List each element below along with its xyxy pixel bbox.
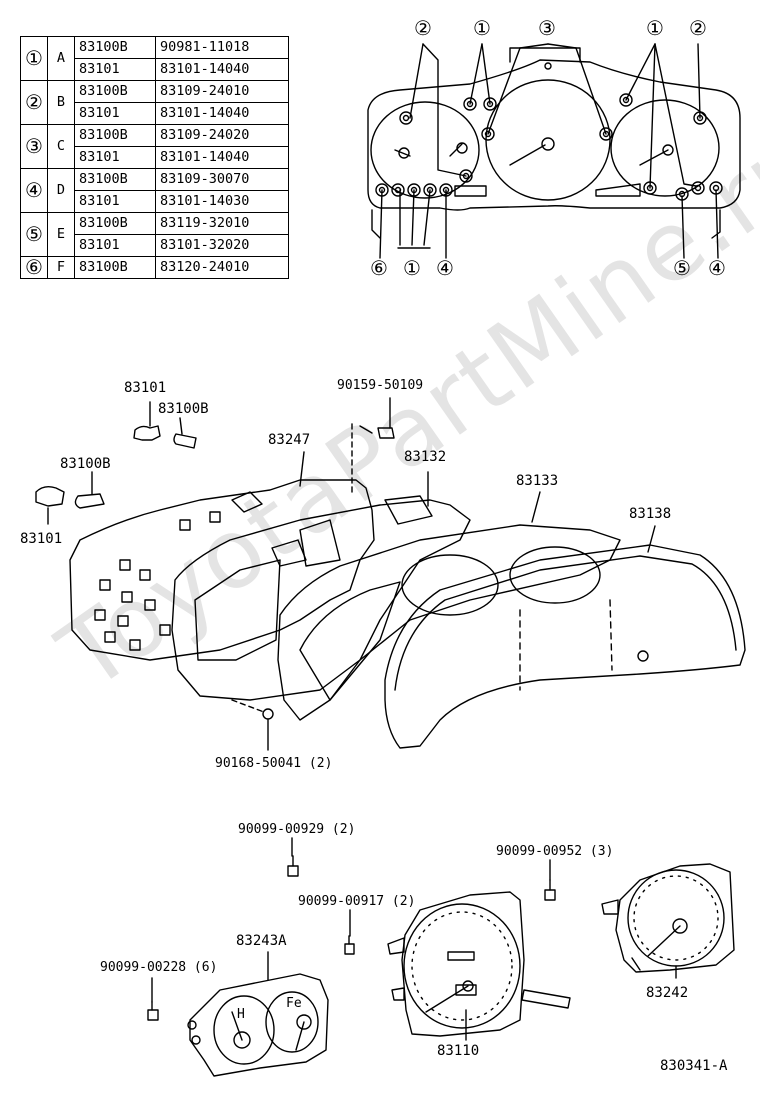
socket-mark xyxy=(481,127,495,141)
label-83100b-left: 83100B xyxy=(60,456,111,472)
bulb-part-number: 83109-24010 xyxy=(155,80,289,103)
label-83133: 83133 xyxy=(516,473,559,489)
row-circle-number: ⑤ xyxy=(20,212,48,257)
label-90099-00228: 90099-00228 (6) xyxy=(100,960,218,975)
socket-mark-inner xyxy=(602,130,610,138)
socket-part-number: 83101 xyxy=(74,58,156,81)
label-83243a: 83243A xyxy=(236,933,287,949)
socket-part-number: 83100B xyxy=(74,168,156,191)
gauge-83242 xyxy=(601,863,735,973)
exploded-leaders xyxy=(47,397,656,751)
socket-mark xyxy=(391,183,405,197)
sockets-exploded xyxy=(35,425,395,720)
label-90159-50109: 90159-50109 xyxy=(337,378,424,393)
socket-mark xyxy=(599,127,613,141)
socket-mark xyxy=(483,97,497,111)
label-83100b-top: 83100B xyxy=(158,401,209,417)
label-83247: 83247 xyxy=(268,432,311,448)
socket-part-number: 83100B xyxy=(74,212,156,235)
label-83101-top: 83101 xyxy=(124,380,167,396)
callout-circle-4: ① xyxy=(646,16,664,40)
socket-mark xyxy=(691,181,705,195)
gauge-fe-mark: Fe xyxy=(286,996,302,1011)
socket-location-diagram xyxy=(367,47,741,239)
row-circle-number: ① xyxy=(20,36,48,81)
socket-part-number: 83101 xyxy=(74,146,156,169)
label-90099-00952: 90099-00952 (3) xyxy=(496,844,614,859)
callout-circle-5: ② xyxy=(689,16,707,40)
callout-circle-10: ④ xyxy=(708,256,726,280)
callout-circle-3: ③ xyxy=(538,16,556,40)
socket-mark xyxy=(399,111,413,125)
socket-mark xyxy=(463,97,477,111)
label-90168-50041: 90168-50041 (2) xyxy=(215,756,333,771)
socket-mark xyxy=(619,93,633,107)
row-circle-number: ③ xyxy=(20,124,48,169)
gauge-83243A xyxy=(187,973,329,1077)
illustration-code: 830341-A xyxy=(660,1058,728,1074)
gauge-83110 xyxy=(387,891,571,1037)
socket-mark-inner xyxy=(694,184,702,192)
label-83101-left: 83101 xyxy=(20,531,63,547)
bulb-part-number: 83120-24010 xyxy=(155,256,289,279)
callout-circle-9: ⑤ xyxy=(673,256,691,280)
gauge-h-mark: H xyxy=(237,1007,245,1022)
callout-circle-8: ④ xyxy=(436,256,454,280)
socket-mark-inner xyxy=(402,114,410,122)
row-letter: C xyxy=(47,124,75,169)
socket-part-number: 83100B xyxy=(74,256,156,279)
bulb-part-number: 83101-14040 xyxy=(155,58,289,81)
socket-mark-inner xyxy=(622,96,630,104)
row-letter: A xyxy=(47,36,75,81)
bulb-part-number: 83109-24020 xyxy=(155,124,289,147)
socket-mark xyxy=(459,169,473,183)
label-90099-00929: 90099-00929 (2) xyxy=(238,822,356,837)
label-83132: 83132 xyxy=(404,449,447,465)
bulb-part-number: 83101-14040 xyxy=(155,102,289,125)
label-83138: 83138 xyxy=(629,506,672,522)
label-83110: 83110 xyxy=(437,1043,480,1059)
label-83242: 83242 xyxy=(646,985,689,1001)
callout-circle-6: ⑥ xyxy=(370,256,388,280)
bulb-part-number: 83119-32010 xyxy=(155,212,289,235)
row-letter: B xyxy=(47,80,75,125)
plate-83133 xyxy=(277,524,621,721)
socket-part-number: 83101 xyxy=(74,102,156,125)
case-83132 xyxy=(171,495,471,701)
callout-circle-7: ① xyxy=(403,256,421,280)
label-90099-00917: 90099-00917 (2) xyxy=(298,894,416,909)
printed-circuit-plate-83247 xyxy=(69,479,375,661)
callout-circle-1: ② xyxy=(414,16,432,40)
row-letter: E xyxy=(47,212,75,257)
socket-mark-inner xyxy=(484,130,492,138)
callout-leaders xyxy=(379,43,719,259)
screws-bottom xyxy=(147,837,677,1041)
glass-83138 xyxy=(384,544,746,749)
row-letter: F xyxy=(47,256,75,279)
callout-circle-2: ① xyxy=(473,16,491,40)
bulb-part-number: 83101-32020 xyxy=(155,234,289,257)
